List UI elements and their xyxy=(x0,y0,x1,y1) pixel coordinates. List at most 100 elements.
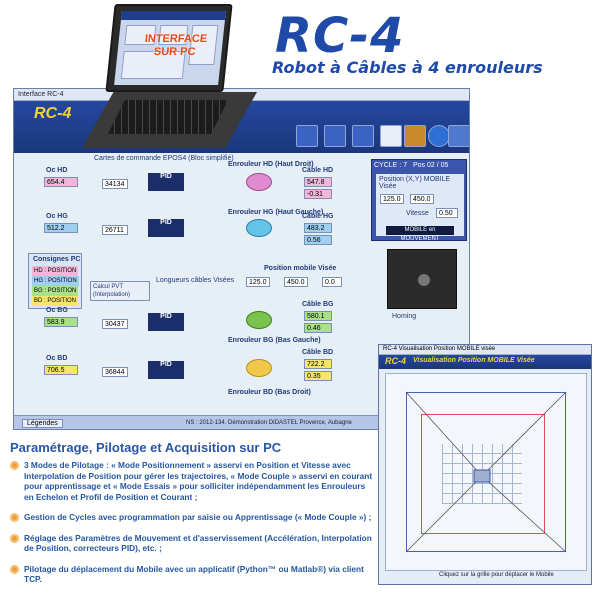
v-bd-value: 0.35 xyxy=(304,371,332,381)
feature-text: 3 Modes de Pilotage : « Mode Positionnem… xyxy=(24,460,373,502)
oc-bg-label: Oc BG xyxy=(46,307,68,314)
cycle-value: 7 xyxy=(403,162,408,169)
mobile-status: MOBILE en MOUVEMENT xyxy=(386,226,454,242)
vitesse-value[interactable]: 0.50 xyxy=(436,208,458,218)
oc-bg-value: 583.9 xyxy=(44,317,78,327)
calc-pvt: Calcul PVT (Interpolation) xyxy=(90,281,150,301)
consigne-bg: 30437 xyxy=(102,319,128,329)
oc-bd-value: 706.5 xyxy=(44,365,78,375)
tool-button[interactable] xyxy=(352,125,374,147)
viz-plot[interactable] xyxy=(385,373,587,571)
v-hg-value: 0.56 xyxy=(304,235,332,245)
oc-hd-label: Oc HD xyxy=(46,167,68,174)
consigne-bg-mode: BG : POSITION xyxy=(32,286,79,296)
laptop-illustration: INTERFACE SUR PC xyxy=(82,4,257,164)
feature-item: Réglage des Paramètres de Mouvement et d… xyxy=(8,533,374,554)
viz-limit-box xyxy=(421,414,545,534)
cycle-panel: CYCLE : 7 Pos 02 / 05 Position (X,Y) MOB… xyxy=(371,159,467,242)
mobile-marker xyxy=(473,469,491,483)
longueurs-label: Longueurs câbles Visées xyxy=(156,277,235,284)
feature-item: Gestion de Cycles avec programmation par… xyxy=(8,512,374,523)
panel-title: Cartes de commande EPOS4 (Bloc simplifié… xyxy=(94,155,234,162)
homing-label: Homing xyxy=(392,313,417,320)
l-hd-value: 547.8 xyxy=(304,177,332,187)
vitesse-label: Vitesse xyxy=(406,210,429,217)
ov-value[interactable]: 0.0 xyxy=(322,277,342,287)
pos-total: 05 xyxy=(440,162,449,169)
chart-button[interactable] xyxy=(324,125,346,147)
oc-hg-label: Oc HG xyxy=(46,213,68,220)
cycle-label: CYCLE xyxy=(374,162,398,169)
motor-bd xyxy=(246,359,272,377)
bullet-icon xyxy=(10,533,19,543)
viz-workspace-frame xyxy=(406,392,566,552)
visualisation-window: RC-4 Visualisation Position MOBILE visée… xyxy=(378,344,592,585)
cable-line-hg xyxy=(405,391,483,477)
cable-line-bg xyxy=(405,475,483,553)
bullet-icon xyxy=(10,564,19,574)
close-button[interactable] xyxy=(448,125,469,147)
cable-hd-label: Câble HD xyxy=(302,167,334,174)
section-title: Paramétrage, Pilotage et Acquisition sur… xyxy=(10,440,282,455)
motor-bg xyxy=(246,311,272,329)
motor-hg xyxy=(246,219,272,237)
l-hg-value: 483.2 xyxy=(304,223,332,233)
position-x[interactable]: 125.0 xyxy=(380,194,404,204)
viz-cables xyxy=(405,391,567,553)
laptop-keyboard xyxy=(108,100,228,134)
cycle-line: CYCLE : 7 Pos 02 / 05 xyxy=(374,162,449,169)
consigne-hg-mode: HG : POSITION xyxy=(32,276,79,286)
laptop-screen-note: INTERFACE SUR PC xyxy=(144,33,208,58)
position-y[interactable]: 450.0 xyxy=(410,194,434,204)
help-button[interactable] xyxy=(428,125,450,147)
viz-header: RC-4 Visualisation Position MOBILE Visée xyxy=(379,355,591,369)
main-window: Interface RC-4 RC-4 Cartes de commande E… xyxy=(13,88,470,430)
laptop-screen-bar xyxy=(120,11,226,20)
bullet-icon xyxy=(10,513,19,522)
laptop-lid: INTERFACE SUR PC xyxy=(105,4,233,92)
consigne-bd-mode: BD : POSITION xyxy=(32,296,79,306)
cable-bg-label: Câble BG xyxy=(302,301,334,308)
xv-value[interactable]: 125.0 xyxy=(246,277,270,287)
oc-bd-label: Oc BD xyxy=(46,355,68,362)
feature-text: Pilotage du déplacement du Mobile avec u… xyxy=(24,563,364,585)
view-button[interactable] xyxy=(380,125,402,147)
bullet-icon xyxy=(10,461,19,470)
cable-line-bd xyxy=(481,475,567,553)
oc-hg-value: 512.2 xyxy=(44,223,78,233)
feature-text: Gestion de Cycles avec programmation par… xyxy=(24,512,372,522)
consigne-hg: 26711 xyxy=(102,225,128,235)
mobile-pos-label: Position mobile Visée xyxy=(264,265,337,272)
pid-bd: PID xyxy=(148,361,184,379)
consigne-bd: 36844 xyxy=(102,367,128,377)
pid-bg: PID xyxy=(148,313,184,331)
legend-button[interactable]: Légendes xyxy=(22,419,63,428)
enrouleur-hg-title: Enrouleur HG (Haut Gauche) xyxy=(228,209,324,216)
feature-list: 3 Modes de Pilotage : « Mode Positionnem… xyxy=(8,460,374,595)
position-box: Position (X,Y) MOBILE Visée 125.0 450.0 … xyxy=(376,174,464,236)
l-bd-value: 722.2 xyxy=(304,359,332,369)
viz-titlebar: RC-4 Visualisation Position MOBILE visée xyxy=(379,345,591,355)
pos-label: Pos xyxy=(412,162,425,169)
mobile-platform xyxy=(387,249,457,309)
yv-value[interactable]: 450.0 xyxy=(284,277,308,287)
v-bg-value: 0.46 xyxy=(304,323,332,333)
credit-text: NS : 2012-134. Démonstration DIDASTEL Pr… xyxy=(186,420,352,426)
enrouleur-hd-title: Enrouleur HD (Haut Droit) xyxy=(228,161,314,168)
cable-bd-label: Câble BD xyxy=(302,349,334,356)
brand-subtitle: Robot à Câbles à 4 enrouleurs xyxy=(272,58,543,77)
l-bg-value: 580.1 xyxy=(304,311,332,321)
v-hd-value: -0.31 xyxy=(304,189,332,199)
consignes-title: Consignes PC xyxy=(33,256,81,263)
prog-cycle-button[interactable] xyxy=(296,125,318,147)
enrouleur-bg-title: Enrouleur BG (Bas Gauche) xyxy=(228,337,321,344)
feature-item: Pilotage du déplacement du Mobile avec u… xyxy=(8,564,374,585)
oc-hd-value: 654.4 xyxy=(44,177,78,187)
viz-footer: Cliquez sur la grille pour déplacer le M… xyxy=(439,572,554,578)
consigne-hd: 34134 xyxy=(102,179,128,189)
consignes-pc-panel: Consignes PC HD : POSITION HG : POSITION… xyxy=(28,253,82,309)
toolbar-logo: RC-4 xyxy=(34,105,72,122)
brand-title: RC-4 xyxy=(275,8,405,64)
feature-text: Réglage des Paramètres de Mouvement et d… xyxy=(24,532,372,554)
download-button[interactable] xyxy=(404,125,426,147)
